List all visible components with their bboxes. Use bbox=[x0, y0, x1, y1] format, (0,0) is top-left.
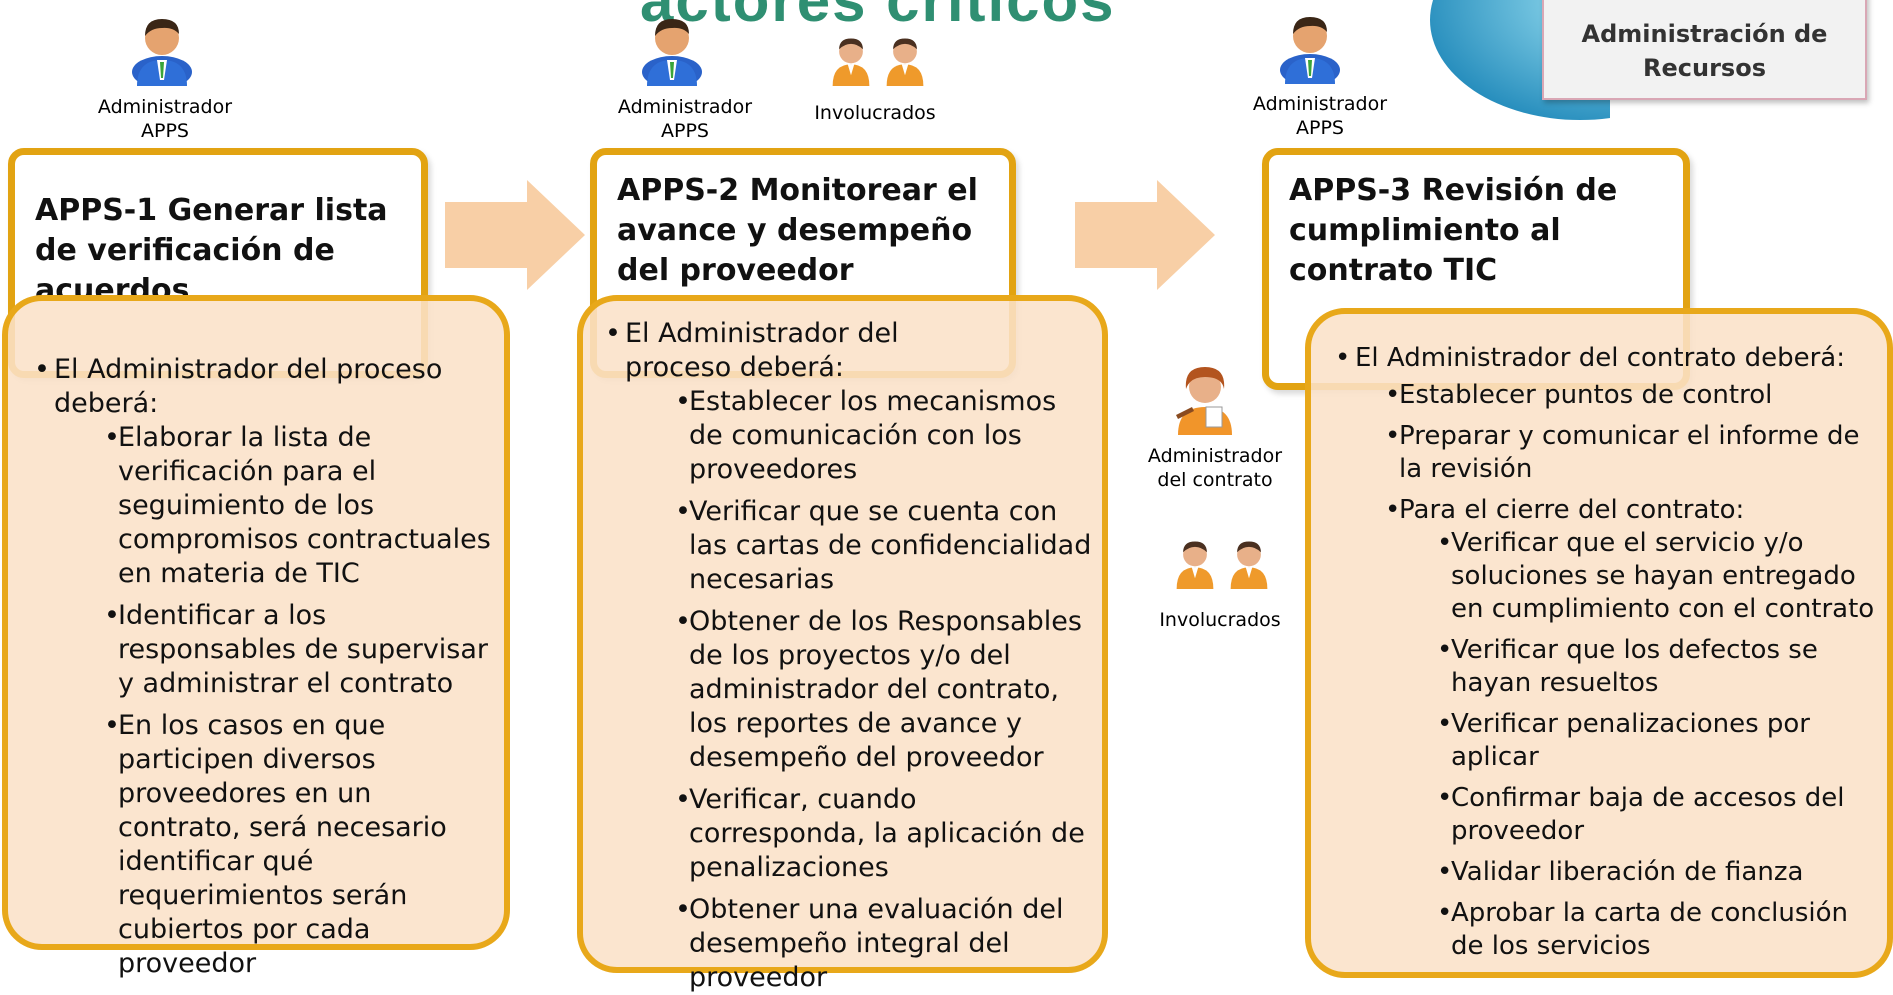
list-item: En los casos en que participen diversos … bbox=[104, 709, 496, 981]
list-item: Verificar, cuando corresponda, la aplica… bbox=[675, 783, 1094, 885]
role-label: Administrador APPS bbox=[97, 96, 233, 142]
person-manager-icon bbox=[127, 8, 197, 86]
section-badge: Administración de Recursos bbox=[1430, 0, 1893, 120]
list-item: Confirmar baja de accesos del proveedor bbox=[1437, 782, 1879, 848]
list-item: Obtener una evaluación del desempeño int… bbox=[675, 893, 1094, 995]
step-title: APPS-1 Generar lista de verificación de … bbox=[35, 193, 388, 308]
list-item: El Administrador del contrato deberá: Es… bbox=[1335, 342, 1879, 963]
role-label: Involucrados bbox=[814, 102, 936, 124]
list-item: Verificar que los defectos se hayan resu… bbox=[1437, 634, 1879, 700]
list-item: Identificar a los responsables de superv… bbox=[104, 599, 496, 701]
step-title: APPS-3 Revisión de cumplimiento al contr… bbox=[1289, 173, 1618, 288]
badge-label: Administración de Recursos bbox=[1542, 0, 1867, 100]
people-involved-icon bbox=[828, 32, 874, 86]
role-label: Involucrados bbox=[1159, 609, 1281, 631]
list-item: Verificar que el servicio y/o soluciones… bbox=[1437, 527, 1879, 626]
person-manager-icon bbox=[1275, 6, 1345, 84]
page-title: actores críticos bbox=[640, 0, 1116, 34]
role-label: Administrador APPS bbox=[1252, 93, 1388, 139]
list-item: Obtener de los Responsables de los proye… bbox=[675, 605, 1094, 775]
list-item: El Administrador del proceso deberá: Ela… bbox=[34, 353, 496, 981]
step-title: APPS-2 Monitorear el avance y desempeño … bbox=[617, 173, 978, 288]
list-item: El Administrador del proceso deberá: Est… bbox=[605, 317, 1094, 995]
list-item: Preparar y comunicar el informe de la re… bbox=[1385, 420, 1879, 486]
list-item: Aprobar la carta de conclusión de los se… bbox=[1437, 897, 1879, 963]
arrow-right-icon bbox=[445, 180, 585, 290]
list-item: Verificar penalizaciones por aplicar bbox=[1437, 708, 1879, 774]
people-involved-icon bbox=[1172, 535, 1218, 589]
arrow-right-icon bbox=[1075, 180, 1215, 290]
person-contract-admin-icon bbox=[1170, 355, 1240, 435]
step-panel: El Administrador del proceso deberá: Ela… bbox=[2, 295, 510, 979]
role-label: Administrador APPS bbox=[617, 96, 753, 142]
people-involved-icon bbox=[882, 32, 928, 86]
person-manager-icon bbox=[637, 8, 707, 86]
list-item: Establecer los mecanismos de comunicació… bbox=[675, 385, 1094, 487]
list-item: Establecer puntos de control bbox=[1385, 379, 1879, 412]
list-item: Validar liberación de fianza bbox=[1437, 856, 1879, 889]
step-panel: El Administrador del proceso deberá: Est… bbox=[577, 295, 1108, 993]
step-panel: El Administrador del contrato deberá: Es… bbox=[1305, 308, 1893, 978]
role-label: Administrador del contrato bbox=[1147, 445, 1283, 491]
list-item: Para el cierre del contrato: Verificar q… bbox=[1385, 494, 1879, 963]
people-involved-icon bbox=[1226, 535, 1272, 589]
list-item: Elaborar la lista de verificación para e… bbox=[104, 421, 496, 591]
list-item: Verificar que se cuenta con las cartas d… bbox=[675, 495, 1094, 597]
